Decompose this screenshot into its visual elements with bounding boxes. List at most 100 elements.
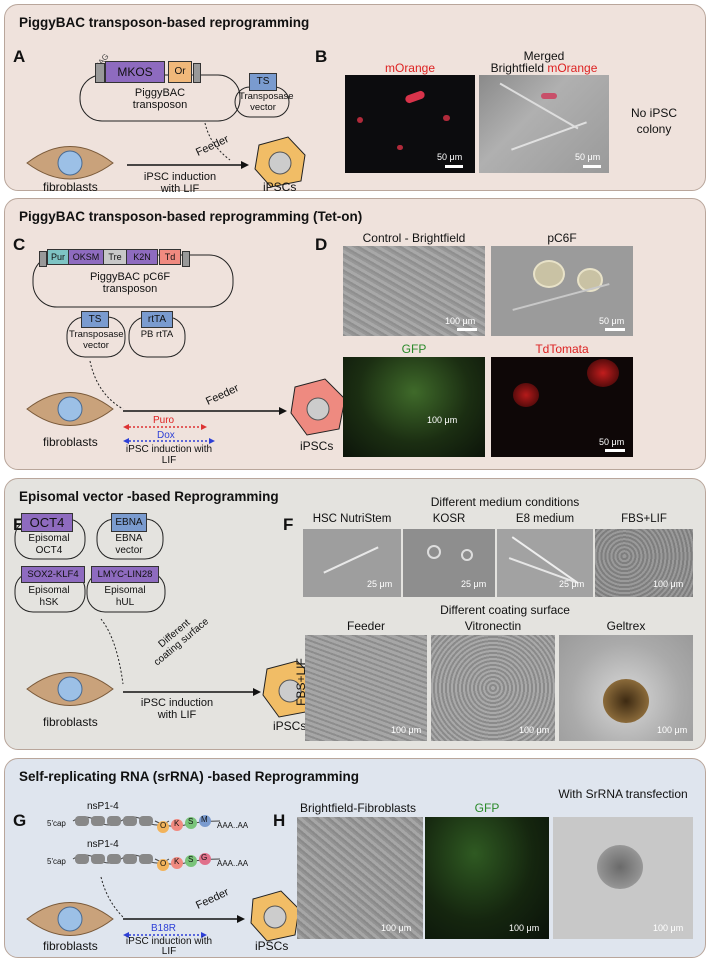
polya-label-2: AAA..AA (217, 859, 249, 868)
gene-g-2: G (201, 853, 208, 862)
gfp-title: GFP (474, 801, 500, 815)
episomal-schematic (14, 518, 318, 718)
ts-box: TS (249, 73, 277, 91)
label-a: A (13, 47, 26, 66)
label-d: D (315, 235, 328, 254)
cag-promoter (95, 63, 105, 83)
merged-bf-label: Brightfield (490, 61, 544, 75)
ebna-box: EBNA (111, 513, 147, 532)
panel-srrna: Self-replicating RNA (srRNA) -based Repr… (4, 758, 706, 958)
scale-label: 100 μm (509, 923, 540, 933)
oct4-box: OCT4 (21, 513, 73, 532)
scale-label: 50 μm (599, 316, 625, 326)
ipscs-label: iPSCs (255, 939, 289, 953)
surface-header: Different coating surface (440, 603, 570, 617)
panel-title: PiggyBAC transposon-based reprogramming (19, 15, 310, 30)
merged-image: 50 μm (479, 75, 609, 173)
cassette-td: Td (159, 249, 181, 265)
scale-label: 25 μm (461, 579, 487, 589)
lmyc-lin28-box: LMYC-LIN28 (91, 566, 159, 583)
merged-mo-label: mOrange (547, 61, 598, 75)
srrna-image: 100 μm (553, 817, 693, 939)
media-image-1: 25 μm (403, 529, 495, 597)
srrna-construct-1 (72, 816, 221, 827)
merged-title-line1: Merged (523, 49, 565, 63)
cassette-k2n: K2N (126, 249, 158, 265)
scale-label: 100 μm (653, 923, 684, 933)
srrna-construct-2 (72, 854, 221, 865)
morange-title: mOrange (384, 61, 436, 75)
ipsc-cell (262, 660, 318, 718)
induction-label: iPSC induction with LIF (140, 697, 214, 721)
ipsc-cell (254, 136, 306, 188)
panel-episomal: Episomal vector -based Reprogramming E F… (4, 478, 706, 750)
label-c: C (13, 235, 26, 254)
ts-box: TS (81, 311, 109, 328)
scale-label: 50 μm (575, 152, 601, 162)
or-box: Or (168, 61, 192, 83)
media-image-2: 25 μm (497, 529, 593, 597)
cap-label-2: 5'cap (47, 857, 66, 866)
gene-k-2: K (174, 857, 180, 866)
panel-piggybac: PiggyBAC transposon-based reprogramming … (4, 4, 706, 195)
scale-label: 100 μm (519, 725, 550, 735)
nsp-label-2: nsP1-4 (87, 839, 119, 850)
ipscs-label: iPSCs (263, 180, 297, 194)
surface-image-2: 100 μm (559, 635, 693, 741)
panel-piggybac-teton: PiggyBAC transposon-based reprogramming … (4, 198, 706, 470)
ipscs-label: iPSCs (273, 719, 307, 733)
tdtomata-image: 50 μm (491, 357, 633, 457)
gene-s-1: S (188, 817, 194, 826)
control-title: Control - Brightfield (362, 231, 466, 245)
terminal-repeat (182, 251, 190, 267)
label-b: B (315, 47, 328, 66)
media-title-2: E8 medium (515, 513, 575, 525)
fibroblasts-label: fibroblasts (43, 939, 98, 953)
induction-label: iPSC induction with LIF (125, 936, 213, 957)
label-f: F (283, 515, 294, 534)
ipsc-cell (290, 378, 346, 436)
gene-s-2: S (188, 855, 194, 864)
media-image-0: 25 μm (303, 529, 401, 597)
episomal-hul-label: Episomal hUL (104, 585, 146, 608)
episomal-hsk-label: Episomal hSK (28, 585, 70, 608)
morange-image: 50 μm (345, 75, 475, 173)
scale-label: 50 μm (437, 152, 463, 162)
terminal-repeat (193, 63, 201, 83)
fibroblast-cell (26, 146, 114, 180)
pb-transposon-label: PiggyBAC transposon (132, 87, 188, 111)
fibroblast-cell (26, 672, 114, 706)
ebna-vector-label: EBNA vector (115, 533, 143, 556)
transposase-vector-label: Transposase vector (69, 329, 124, 351)
label-e: E (13, 515, 25, 534)
surface-title-1: Vitronectin (464, 619, 522, 633)
scale-label: 25 μm (367, 579, 393, 589)
fibroblasts-label: fibroblasts (43, 715, 98, 729)
surface-title-2: Geltrex (606, 619, 646, 633)
scale-label: 100 μm (653, 579, 684, 589)
fibroblast-cell (26, 902, 114, 936)
bf-image: 100 μm (297, 817, 423, 939)
no-colony-label: No iPSC colony (630, 106, 677, 136)
episomal-oct4-label: Episomal OCT4 (28, 533, 70, 556)
gfp-title: GFP (401, 342, 427, 356)
b18r-label: B18R (151, 923, 177, 934)
puro-label: Puro (153, 415, 175, 426)
gene-o-2: O (160, 859, 167, 868)
media-title-1: KOSR (432, 513, 466, 525)
nsp-label-1: nsP1-4 (87, 801, 119, 812)
dox-label: Dox (157, 430, 175, 441)
induction-label: iPSC induction with LIF (143, 171, 217, 195)
label-h: H (273, 811, 286, 830)
control-image: 100 μm (343, 246, 485, 336)
srrna-title: With SrRNA transfection (558, 787, 688, 801)
gene-o-1: O (160, 821, 167, 830)
scale-label: 100 μm (391, 725, 422, 735)
pc6f-title: pC6F (547, 231, 577, 245)
ipscs-label: iPSCs (300, 439, 334, 453)
pc6f-transposon-label: PiggyBAC pC6F transposon (89, 271, 171, 295)
transposase-vector-label: Transposase vector (239, 91, 294, 113)
mkos-box: MKOS (105, 61, 165, 83)
cassette-oksm: OKSM (68, 249, 104, 265)
sox2-klf4-box: SOX2-KLF4 (21, 566, 85, 583)
